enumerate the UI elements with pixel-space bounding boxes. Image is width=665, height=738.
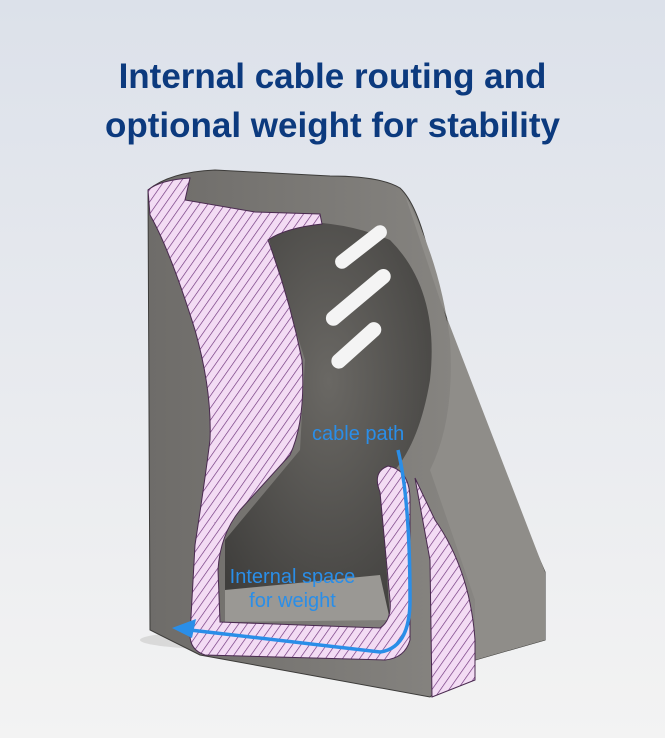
internal-space-line-2: for weight [249,590,336,612]
cable-path-label: cable path [312,423,405,445]
body-front-face [405,195,545,660]
diagram-title: Internal cable routing and optional weig… [0,52,665,150]
internal-space-label: Internal space for weight [205,565,380,613]
internal-space-line-1: Internal space [229,566,356,588]
cable-path-arrow [189,449,412,654]
inner-cavity [225,222,432,620]
weight-cavity-floor [225,575,390,622]
title-line-2: optional weight for stability [105,106,560,145]
arrowhead-icon [172,619,196,638]
section-left-wall [147,177,411,661]
title-line-1: Internal cable routing and [118,57,547,96]
vent-slots [325,225,391,369]
section-rear-wall [414,477,476,698]
